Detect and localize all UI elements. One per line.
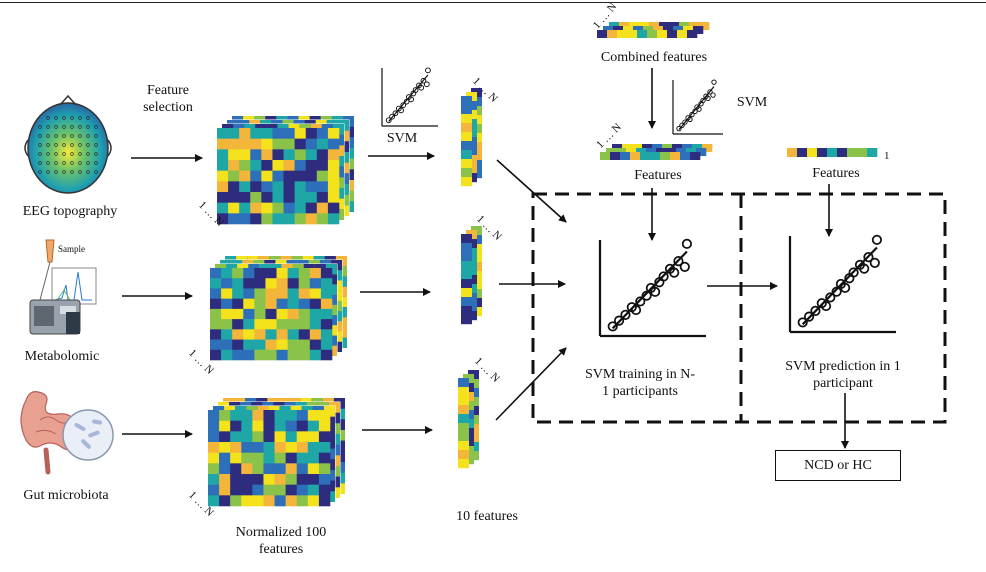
svm-scatter-combined: [672, 79, 723, 135]
svm-prediction-scatter: [788, 234, 896, 334]
result-label: NCD or HC: [804, 457, 872, 473]
one-label: 1: [884, 150, 890, 162]
selected-vector-metabolomic: [461, 226, 482, 325]
metabolomic-feature-matrix: [210, 255, 348, 361]
gut-feature-matrix: [208, 397, 346, 507]
svm-scatter-small: [381, 67, 438, 127]
eeg-label: EEG topography: [22, 204, 118, 219]
svm-training-label: SVM training in N-1 participants: [584, 367, 696, 399]
top-border-line: [0, 2, 986, 3]
ten-features-label: 10 features: [456, 509, 518, 524]
mass-spectrometer-icon: [29, 239, 97, 335]
eeg-head-icon: [24, 94, 112, 194]
eeg-feature-matrix: [217, 115, 355, 225]
gut-label: Gut microbiota: [23, 488, 109, 503]
svm-small-label: SVM: [386, 131, 418, 146]
features-left-label: Features: [634, 168, 682, 183]
features-right-label: Features: [812, 166, 860, 181]
dashed-loocv-box: [531, 192, 947, 424]
arrows: [122, 68, 849, 449]
selected-vector-gut: [458, 370, 479, 469]
single-feature-vector: [787, 148, 878, 157]
combined-features-vectors: [597, 22, 710, 38]
result-box: NCD or HC: [775, 450, 901, 481]
sample-label: Sample: [58, 244, 85, 254]
features-vectors: [600, 144, 713, 160]
metabolomic-label: Metabolomic: [24, 349, 100, 364]
gut-icon: [20, 391, 114, 475]
selected-vector-eeg: [461, 88, 482, 187]
svm-combined-label: SVM: [736, 95, 768, 110]
combined-features-label: Combined features: [600, 50, 708, 65]
svm-training-scatter: [598, 238, 706, 338]
